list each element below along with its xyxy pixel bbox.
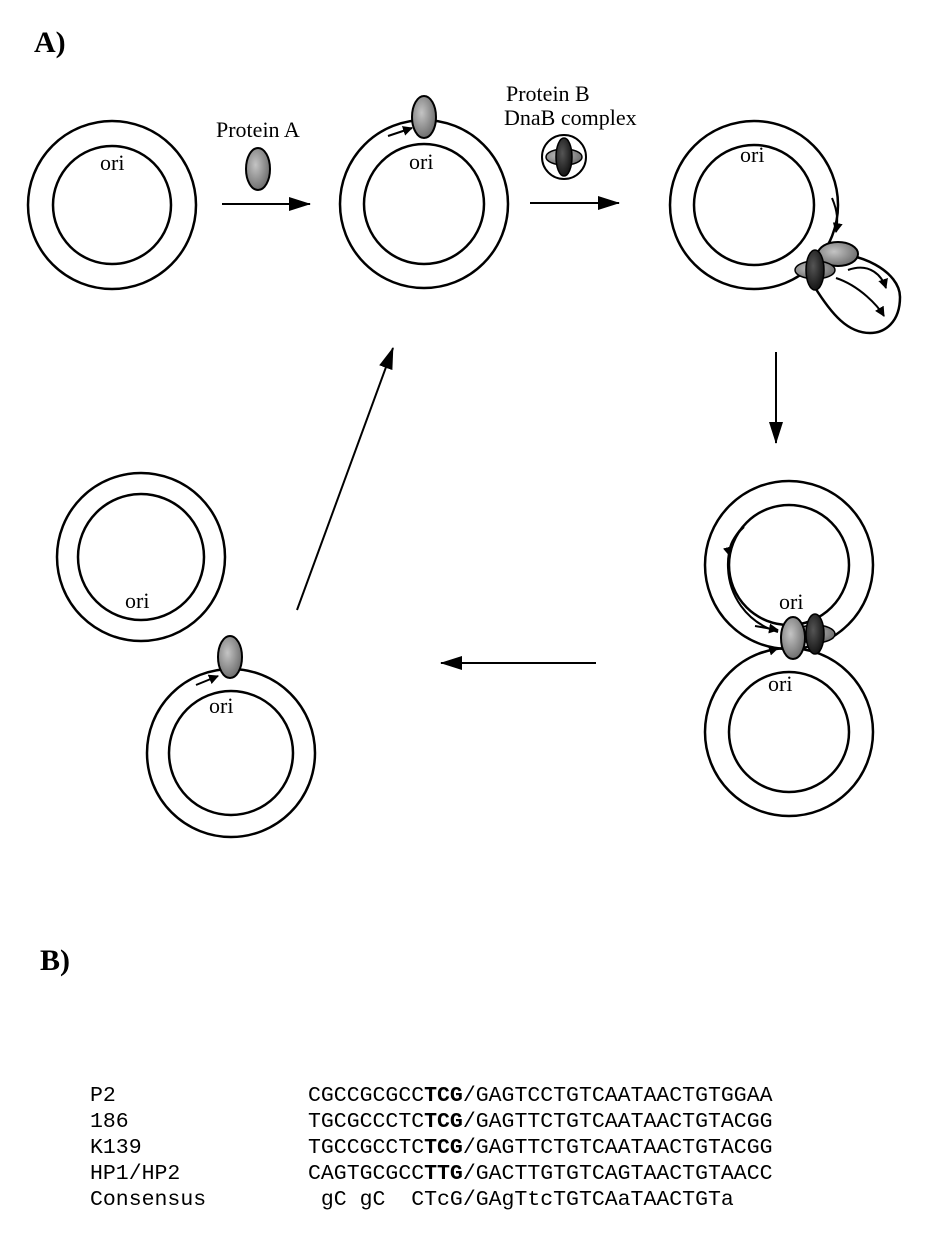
- sequence-suffix: /GACTTGTGTCAGTAACTGTAACC: [462, 1162, 773, 1186]
- sequence-nick-site: TCG: [424, 1136, 463, 1160]
- panel-a-label: A): [34, 26, 66, 59]
- sequence-text: TGCCGCCTCTCG/GAGTTCTGTCAATAACTGTACGG: [308, 1135, 773, 1161]
- plasmid-released: ori: [55, 471, 227, 643]
- sequence-row: K139 TGCCGCCTCTCG/GAGTTCTGTCAATAACTGTACGG: [90, 1135, 773, 1161]
- sequence-row: P2 CGCCGCGCCTCG/GAGTCCTGTCAATAACTGTGGAA: [90, 1083, 773, 1109]
- protein-a-reinit-icon: [217, 635, 243, 679]
- protein-a-icon: [245, 147, 271, 191]
- sequence-prefix: CAGTGCGCC: [308, 1162, 425, 1186]
- termination-inner-strand: [726, 526, 779, 633]
- sequence-text: TGCGCCCTCTCG/GAGTTCTGTCAATAACTGTACGG: [308, 1109, 773, 1135]
- sequence-nick-site: TTG: [424, 1162, 463, 1186]
- ori-label-5a: ori: [125, 588, 149, 613]
- plasmid-initial: ori: [26, 119, 198, 291]
- ori-label-1: ori: [100, 150, 124, 175]
- panel-b-label: B): [40, 944, 70, 977]
- ori-label-2: ori: [409, 149, 433, 174]
- sequence-text: CGCCGCGCCTCG/GAGTCCTGTCAATAACTGTGGAA: [308, 1083, 773, 1109]
- loop-arrow-2: [847, 266, 888, 289]
- sequence-nick-site: TCG: [424, 1084, 463, 1108]
- sequence-text: CAGTGCGCCTTG/GACTTGTGTCAGTAACTGTAACC: [308, 1161, 773, 1187]
- loop-arrow-1: [835, 277, 885, 317]
- plasmid-protein-a-bound: ori: [338, 95, 510, 290]
- protein-b-label: Protein B: [506, 81, 590, 106]
- leading-strand-arrow: [831, 197, 843, 233]
- protein-a-term-icon: [780, 616, 806, 660]
- sequence-suffix: /GAGTCCTGTCAATAACTGTGGAA: [462, 1084, 773, 1108]
- termination-arrow-bottom: [754, 645, 779, 656]
- sequence-prefix: gC gC: [308, 1188, 412, 1212]
- ori-label-5b: ori: [209, 693, 233, 718]
- termination-arrow-top: [754, 623, 779, 634]
- sequence-suffix: /GAGTTCTGTCAATAACTGTACGG: [462, 1136, 773, 1160]
- arrow-step-5: [296, 347, 394, 611]
- ori-label-4a: ori: [779, 589, 803, 614]
- termination-arrow-down: [722, 529, 741, 557]
- sequence-prefix: TGCGCCCTC: [308, 1110, 425, 1134]
- sequence-row: HP1/HP2 CAGTGCGCCTTG/GACTTGTGTCAGTAACTGTA…: [90, 1161, 773, 1187]
- sequence-suffix: CTcG/GAgTtcTGTCAaTAACTGTa: [411, 1188, 734, 1212]
- sequence-prefix: CGCCGCGCC: [308, 1084, 425, 1108]
- dnab-core-icon: [805, 249, 825, 291]
- nick-arrow-2: [387, 126, 413, 137]
- sequence-row: 186 TGCGCCCTCTCG/GAGTTCTGTCAATAACTGTACGG: [90, 1109, 773, 1135]
- sequence-text: gC gC CTcG/GAgTtcTGTCAaTAACTGTa: [308, 1187, 773, 1213]
- protein-a-bound-icon: [411, 95, 437, 139]
- protein-a-label: Protein A: [216, 117, 300, 142]
- protein-b-dnab-icon: [541, 134, 587, 180]
- ori-label-3: ori: [740, 142, 764, 167]
- plasmid-replication-start: ori: [668, 119, 902, 335]
- dnab-core-icon-2: [805, 613, 825, 655]
- plasmid-termination: ori ori: [703, 479, 875, 818]
- sequence-name: K139: [90, 1136, 142, 1160]
- sequence-prefix: TGCCGCCTC: [308, 1136, 425, 1160]
- sequence-name: HP1/HP2: [90, 1162, 181, 1186]
- dnab-complex-label: DnaB complex: [504, 105, 637, 130]
- sequence-row: Consensus gC gC CTcG/GAgTtcTGTCAaTAACTGT…: [90, 1187, 773, 1213]
- sequence-name: Consensus: [90, 1188, 207, 1212]
- sequence-name: P2: [90, 1084, 116, 1108]
- nick-arrow-5: [195, 674, 219, 686]
- sequence-nick-site: TCG: [424, 1110, 463, 1134]
- sequence-name: 186: [90, 1110, 129, 1134]
- plasmid-reinitiation: ori: [145, 635, 317, 839]
- sequence-suffix: /GAGTTCTGTCAATAACTGTACGG: [462, 1110, 773, 1134]
- ori-label-4b: ori: [768, 671, 792, 696]
